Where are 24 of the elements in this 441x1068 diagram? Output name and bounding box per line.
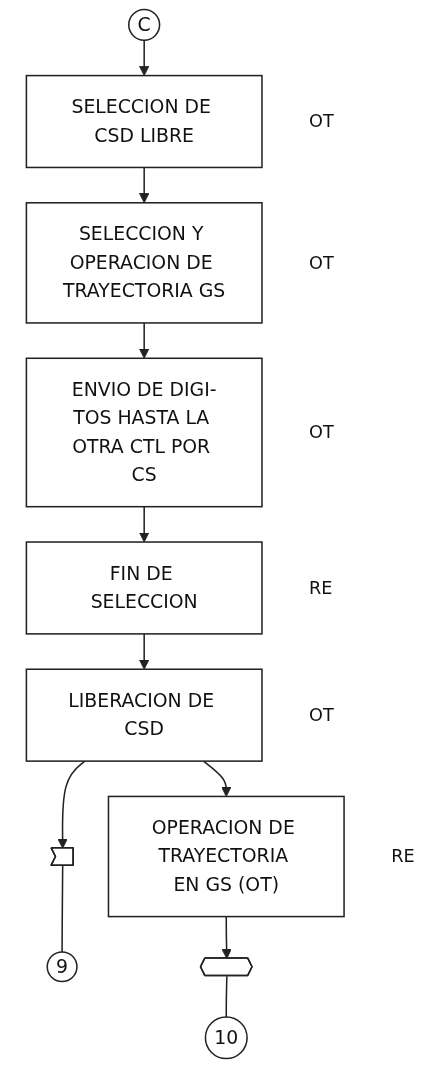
side-note: OT — [309, 111, 334, 132]
connector-circle: C — [128, 8, 161, 41]
process-box: SELECCION Y OPERACION DE TRAYECTORIA GS — [25, 202, 263, 324]
side-note: OT — [309, 252, 334, 273]
process-box: ENVIO DE DIGI-TOS HASTA LA OTRA CTL POR CS — [25, 357, 263, 508]
side-note: RE — [309, 577, 333, 598]
process-box: LIBERACION DE CSD — [25, 668, 263, 762]
arrow — [221, 915, 232, 959]
process-box: SELECCION DE CSD LIBRE — [25, 74, 263, 169]
connector-circle: 9 — [46, 951, 78, 983]
side-note: RE — [391, 846, 415, 867]
side-note: OT — [309, 422, 334, 443]
arrow — [202, 760, 232, 797]
process-box: OPERACION DE TRAYECTORIA EN GS (OT) — [107, 795, 345, 918]
arrow — [139, 39, 150, 77]
side-note: OT — [309, 705, 334, 726]
arrow — [139, 505, 150, 543]
signal-receive-symbol — [50, 846, 74, 867]
signal-send-symbol — [199, 957, 253, 977]
arrow — [139, 322, 150, 359]
arrow — [139, 633, 150, 670]
process-box: FIN DE SELECCION — [25, 541, 263, 635]
connector-circle: 10 — [204, 1016, 248, 1060]
arrow — [139, 166, 150, 204]
